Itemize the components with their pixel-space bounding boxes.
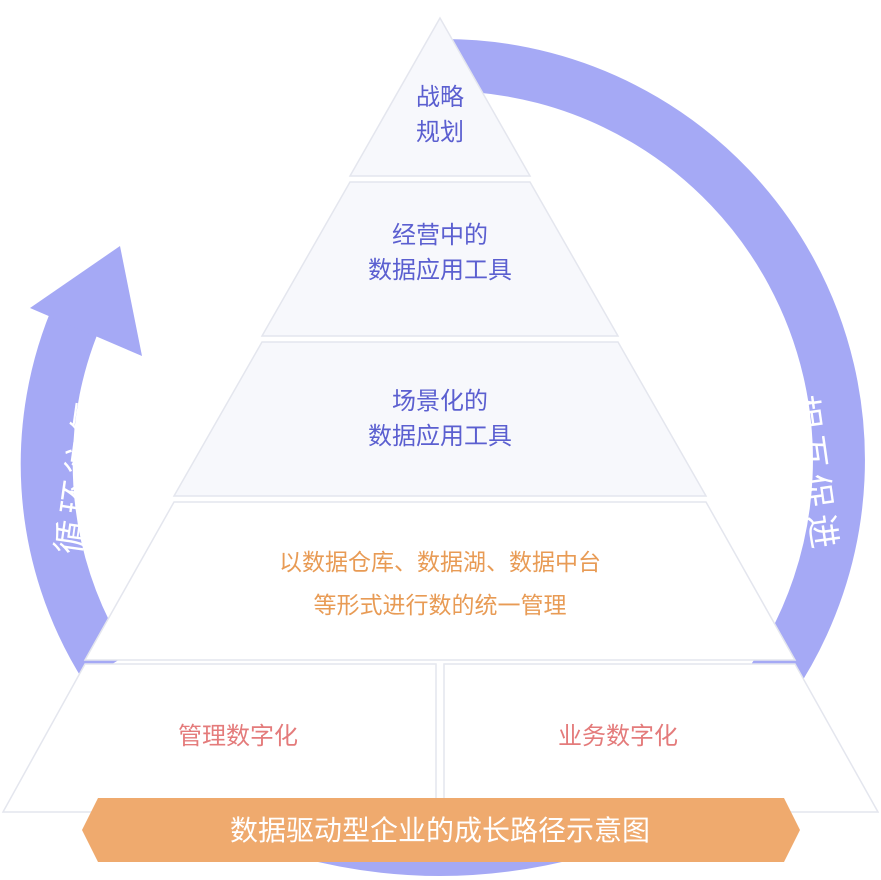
tier-top-line1: 战略 (416, 83, 464, 111)
left-cycle-arrow-shaft (20, 288, 129, 682)
tier-second-line1: 经营中的 (392, 221, 488, 249)
tier-third-label: 场景化的 数据应用工具 (270, 384, 610, 454)
tier-top-line2: 规划 (416, 117, 464, 146)
tier-fourth-label: 以数据仓库、数据湖、数据中台 等形式进行数的统一管理 (200, 542, 680, 627)
tier-third-line1: 场景化的 (392, 387, 488, 415)
tier-fourth-line1: 以数据仓库、数据湖、数据中台 (279, 550, 601, 576)
base-right-label: 业务数字化 (558, 722, 678, 750)
tier-fourth-line2: 等形式进行数的统一管理 (313, 592, 567, 619)
left-cycle-arrow-head (30, 246, 142, 356)
banner-shape (82, 798, 800, 862)
tier-second-line2: 数据应用工具 (368, 255, 512, 284)
base-left-label: 管理数字化 (178, 722, 298, 750)
banner-title: 数据驱动型企业的成长路径示意图 (229, 814, 650, 847)
tier-fourth-shape (83, 501, 797, 661)
right-cycle-arrow (439, 38, 865, 695)
tier-top-shape (348, 16, 532, 177)
tier-third-line2: 数据应用工具 (368, 421, 512, 450)
tier-second-shape (260, 181, 620, 337)
tier-third-shape (172, 341, 708, 497)
base-right-shape (443, 663, 880, 813)
tier-top-label: 战略 规划 (390, 80, 490, 150)
tier-second-label: 经营中的 数据应用工具 (300, 218, 580, 288)
